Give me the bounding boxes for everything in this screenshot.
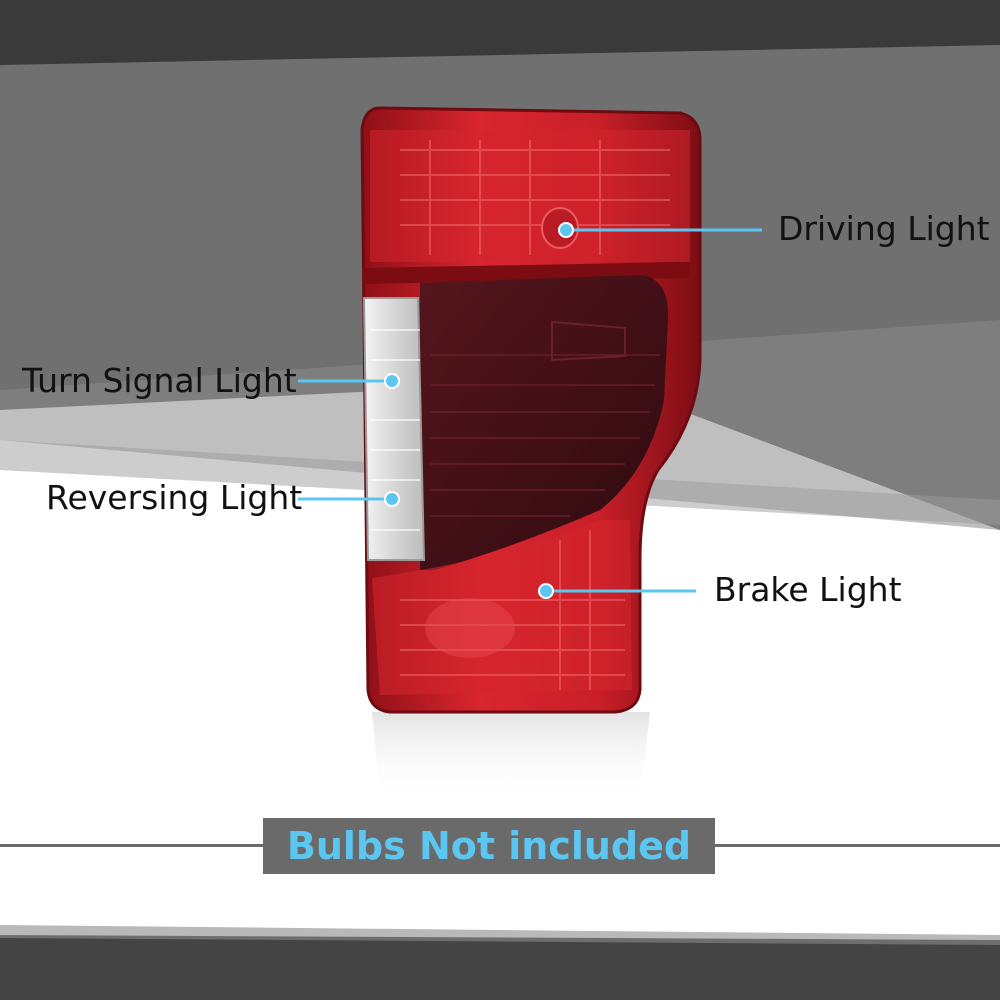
reversing-light-label: Reversing Light: [46, 478, 303, 517]
reversing-dot-marker-icon: [384, 491, 400, 507]
turn-signal-light-label: Turn Signal Light: [22, 361, 297, 400]
clear-lens: [362, 297, 426, 561]
smoked-panel: [420, 275, 669, 570]
bulbs-notice-text: Bulbs Not included: [286, 824, 692, 868]
turn-dot-marker-icon: [384, 373, 400, 389]
brake-light-label: Brake Light: [714, 570, 902, 609]
driving-light-label: Driving Light: [778, 209, 990, 248]
brake-dot-marker-icon: [538, 583, 554, 599]
bulbs-notice-banner: Bulbs Not included: [263, 818, 715, 874]
driving-dot-marker-icon: [558, 222, 574, 238]
